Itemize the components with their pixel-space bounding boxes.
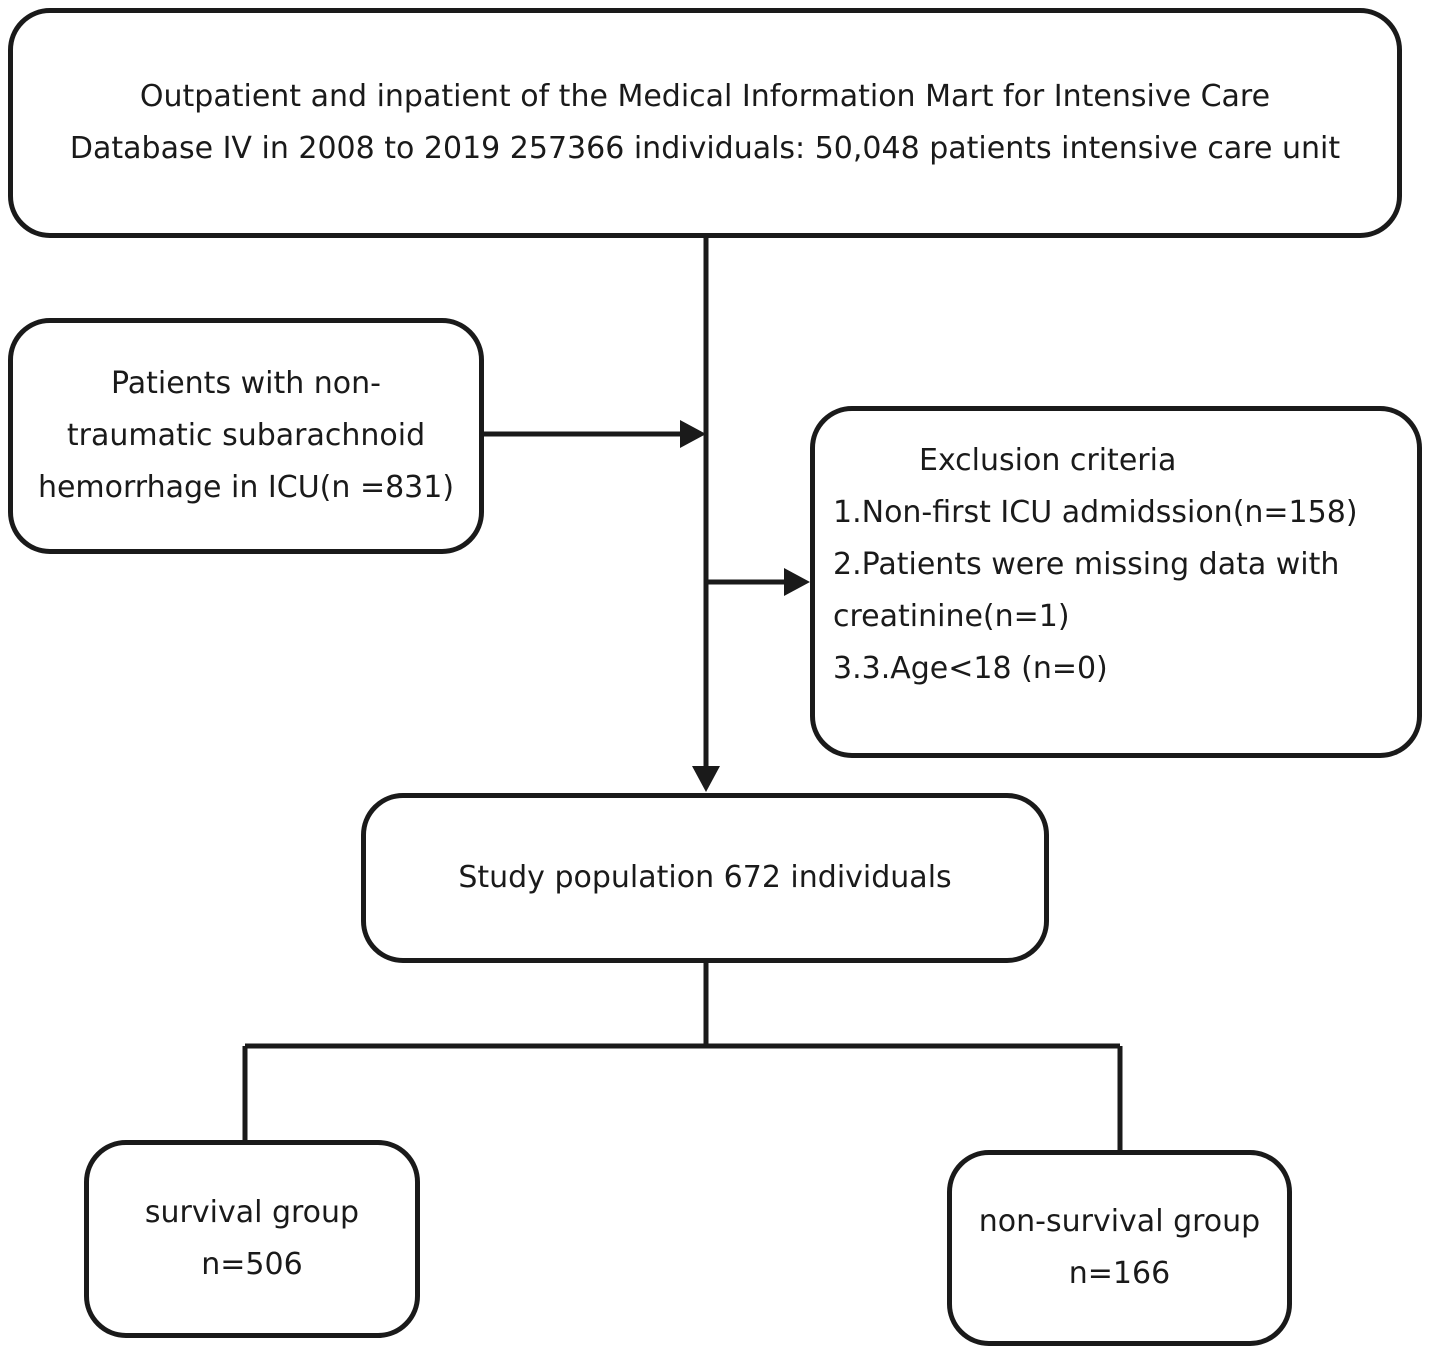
non-survival-group-label: non-survival group [978,1204,1261,1239]
cohort-box: Patients with non- traumatic subarachnoi… [8,318,484,554]
exclusion-title: Exclusion criteria [919,443,1177,478]
source-line-2: Database IV in 2008 to 2019 257366 indiv… [69,131,1341,166]
source-line-1: Outpatient and inpatient of the Medical … [139,79,1271,114]
study-population-box: Study population 672 individuals [361,793,1049,963]
arrow-down-study-icon [692,766,720,792]
arrow-right-cohort-icon [680,420,706,448]
non-survival-group-box: non-survival group n=166 [947,1150,1292,1346]
exclusion-item-1: 1.Non-first ICU admidssion(n=158) [833,495,1358,530]
cohort-line-2: traumatic subarachnoid [66,418,426,453]
source-database-box: Outpatient and inpatient of the Medical … [8,8,1402,238]
exclusion-criteria-box: Exclusion criteria 1.Non-first ICU admid… [810,406,1422,758]
exclusion-item-3: 3.3.Age<18 (n=0) [833,651,1108,686]
study-population-label: Study population 672 individuals [458,860,952,895]
survival-group-label: survival group [144,1195,360,1230]
survival-group-box: survival group n=506 [84,1140,420,1338]
survival-group-count: n=506 [201,1247,303,1282]
non-survival-group-count: n=166 [1068,1256,1171,1291]
cohort-line-1: Patients with non- [110,366,381,401]
cohort-line-3: hemorrhage in ICU(n =831) [37,470,455,505]
arrow-right-exclusion-icon [784,568,810,596]
exclusion-item-2-line-2: creatinine(n=1) [833,599,1070,634]
exclusion-item-2-line-1: 2.Patients were missing data with [833,547,1340,582]
